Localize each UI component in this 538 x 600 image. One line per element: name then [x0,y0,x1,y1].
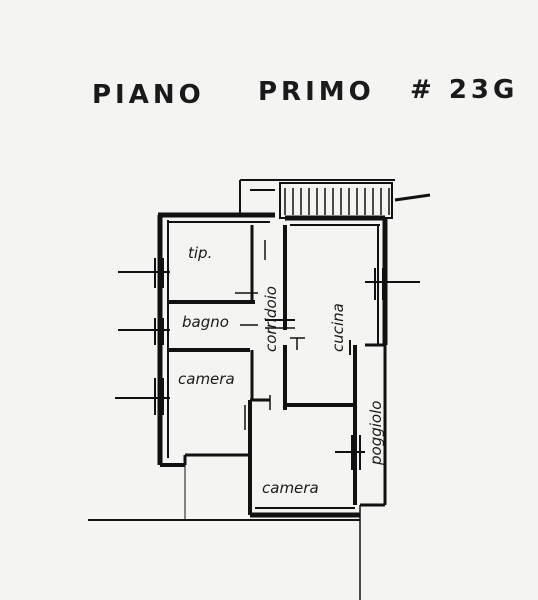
plan-title-right: PRIMO [258,77,375,107]
room-label-bagno: bagno [182,313,229,331]
room-label-poggiolo: poggiolo [367,401,385,466]
plan-title-left: PIANO [92,80,205,110]
room-label-camera-bottom: camera [262,479,319,497]
sheet-number: # 23G [410,75,518,105]
stair-hatch [239,179,431,219]
window-ticks [115,258,420,470]
interior-walls [168,225,357,505]
room-label-corridoio: corridoio [262,286,280,352]
room-label-cucina: cucina [329,303,347,352]
room-label-camera-left: camera [178,370,235,388]
room-label-tip: tip. [188,244,212,262]
